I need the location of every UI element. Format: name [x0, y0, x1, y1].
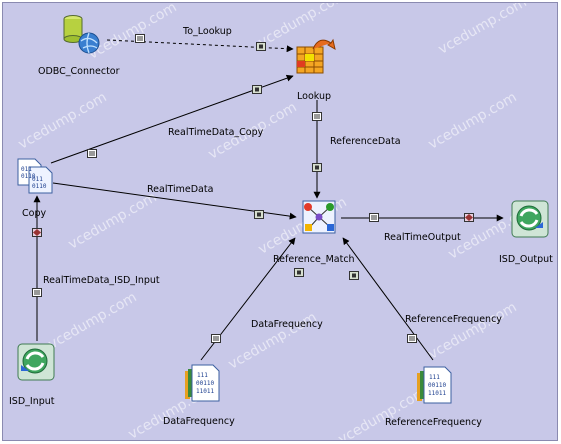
- copy-label: Copy: [22, 208, 47, 219]
- copy-stage[interactable]: 011 0110 011 0110: [15, 155, 59, 199]
- odbc-connector-stage[interactable]: [61, 13, 105, 57]
- data-frequency-label: DataFrequency: [163, 416, 235, 427]
- reference-frequency-label: ReferenceFrequency: [385, 417, 482, 428]
- svg-text:00110: 00110: [428, 382, 446, 389]
- lookup-icon: [296, 38, 336, 74]
- isd-output-icon: [511, 200, 549, 238]
- data-file-icon: 111 00110 11011: [417, 366, 452, 404]
- link-port-icon[interactable]: [312, 112, 322, 121]
- link-port-icon[interactable]: [87, 149, 97, 158]
- svg-text:11011: 11011: [428, 390, 446, 397]
- link-realtime-output[interactable]: RealTimeOutput: [384, 232, 461, 243]
- svg-text:00110: 00110: [196, 380, 214, 387]
- link-realtime-data[interactable]: RealTimeData: [147, 184, 214, 195]
- link-to-lookup[interactable]: To_Lookup: [183, 26, 232, 37]
- link-port-icon[interactable]: [252, 85, 262, 94]
- reference-match-label: Reference_Match: [273, 254, 355, 265]
- link-reference-data[interactable]: ReferenceData: [330, 136, 401, 147]
- link-port-icon[interactable]: [211, 334, 221, 343]
- link-port-icon[interactable]: [312, 163, 322, 172]
- link-realtime-data-isd-input[interactable]: RealTimeData_ISD_Input: [43, 275, 160, 286]
- link-port-icon[interactable]: [464, 213, 474, 222]
- link-port-icon[interactable]: [256, 42, 266, 51]
- svg-text:111: 111: [429, 374, 440, 381]
- isd-output-label: ISD_Output: [499, 254, 553, 265]
- link-data-frequency[interactable]: DataFrequency: [251, 319, 323, 330]
- svg-text:0110: 0110: [21, 173, 36, 180]
- isd-input-label: ISD_Input: [9, 396, 55, 407]
- database-icon: [63, 15, 100, 54]
- link-port-icon[interactable]: [32, 228, 42, 237]
- lookup-label: Lookup: [297, 91, 332, 102]
- reference-frequency-stage[interactable]: 111 00110 11011: [415, 363, 459, 407]
- link-realtime-data-copy[interactable]: RealTimeData_Copy: [168, 127, 264, 138]
- svg-text:011: 011: [21, 166, 32, 173]
- isd-input-stage[interactable]: [15, 341, 59, 385]
- link-port-icon[interactable]: [135, 34, 145, 43]
- reference-match-icon: [302, 200, 336, 234]
- svg-text:11011: 11011: [196, 388, 214, 395]
- isd-output-stage[interactable]: [509, 198, 553, 242]
- link-port-icon[interactable]: [254, 210, 264, 219]
- link-port-icon[interactable]: [32, 288, 42, 297]
- job-design-canvas[interactable]: vcedump.com vcedump.com vcedump.com vced…: [2, 2, 558, 441]
- link-reference-frequency-line: [342, 237, 434, 361]
- lookup-stage[interactable]: [293, 35, 337, 79]
- isd-input-icon: [17, 343, 55, 381]
- reference-match-stage[interactable]: [299, 197, 343, 241]
- odbc-connector-label: ODBC_Connector: [38, 66, 120, 77]
- link-port-icon[interactable]: [294, 268, 304, 277]
- link-port-icon[interactable]: [369, 213, 379, 222]
- data-frequency-stage[interactable]: 111 00110 11011: [183, 361, 227, 405]
- link-port-icon[interactable]: [349, 271, 359, 280]
- svg-text:0110: 0110: [32, 183, 47, 190]
- link-port-icon[interactable]: [407, 334, 417, 343]
- svg-text:111: 111: [197, 372, 208, 379]
- copy-icon: 011 0110 011 0110: [17, 158, 53, 194]
- svg-text:011: 011: [32, 176, 43, 183]
- link-reference-frequency[interactable]: ReferenceFrequency: [405, 314, 502, 325]
- data-file-icon: 111 00110 11011: [185, 364, 220, 402]
